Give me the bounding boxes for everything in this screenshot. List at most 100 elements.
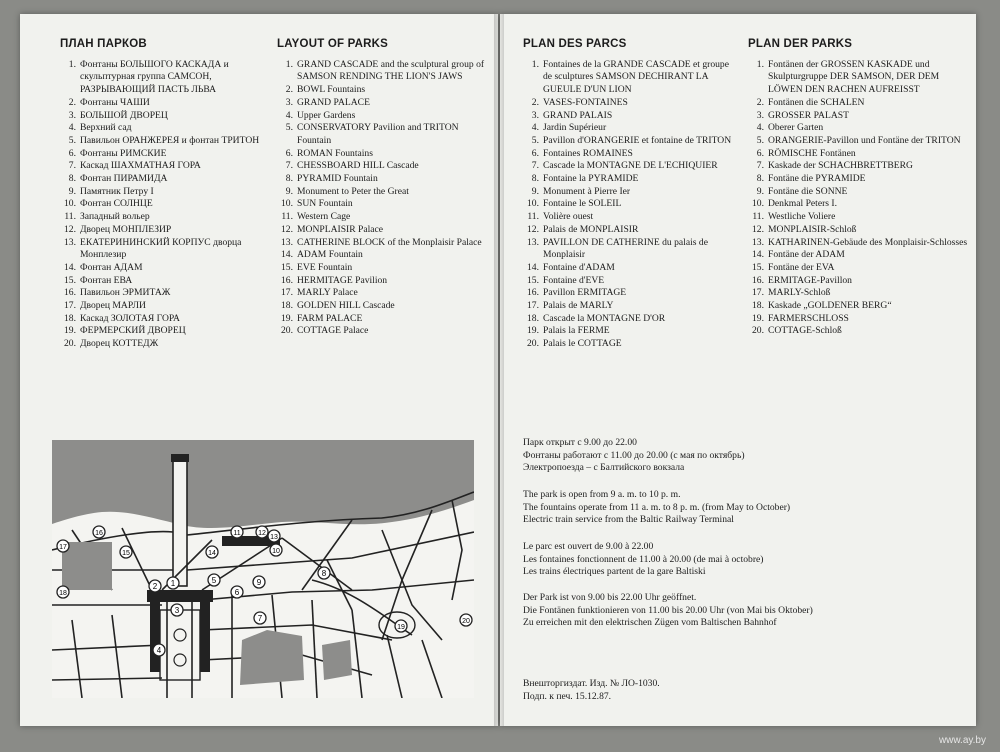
- legend-item-number: 1.: [68, 58, 76, 70]
- legend-list: 1.Fontaines de la GRANDE CASCADE et grou…: [523, 59, 738, 351]
- legend-item-text: ФЕРМЕРСКИЙ ДВОРЕЦ: [80, 325, 186, 337]
- legend-item-number: 11.: [281, 211, 293, 223]
- legend-item-number: 1.: [756, 58, 764, 70]
- legend-item: 13.KATHARINEN-Gebäude des Monplaisir-Sch…: [748, 237, 968, 250]
- info-line: The fountains operate from 11 a. m. to 8…: [523, 501, 791, 513]
- legend-item: 10.Denkmal Peters I.: [748, 198, 968, 211]
- legend-item: 8.Fontaine la PYRAMIDE: [523, 173, 738, 186]
- legend-item-text: Fontaines ROMAINES: [543, 147, 633, 159]
- legend-item-text: Oberer Garten: [768, 122, 824, 134]
- legend-item-number: 10.: [527, 198, 539, 210]
- legend-item: 17.MARLY Palace: [277, 287, 489, 300]
- legend-item-text: Фонтан ЕВА: [80, 274, 133, 286]
- pond-area: [240, 630, 304, 685]
- legend-column-english: LAYOUT OF PARKS 1.GRAND CASCADE and the …: [277, 38, 489, 338]
- svg-text:8: 8: [322, 569, 327, 578]
- info-line: Электропоезда – с Балтийского вокзала: [523, 462, 685, 474]
- legend-item-text: Fontänen der GROSSEN KASKADE und Skulptu…: [768, 58, 940, 96]
- legend-item-number: 2.: [68, 96, 76, 108]
- svg-text:20: 20: [462, 618, 470, 625]
- legend-item: 13.CATHERINE BLOCK of the Monplaisir Pal…: [277, 237, 489, 250]
- svg-text:15: 15: [122, 550, 130, 557]
- legend-item-text: ORANGERIE-Pavillon und Fontäne der TRITO…: [768, 134, 961, 146]
- imprint: Внешторгиздат. Изд. № ЛО-1030. Подп. к п…: [523, 678, 963, 703]
- legend-item-number: 5.: [756, 134, 764, 146]
- legend-item: 9.Памятник Петру I: [60, 186, 270, 199]
- legend-item-number: 6.: [756, 147, 764, 159]
- legend-item-text: Westliche Voliere: [768, 211, 836, 223]
- legend-item-text: Fontaine d'EVE: [543, 274, 605, 286]
- legend-item-text: Palais la FERME: [543, 325, 610, 337]
- legend-item-number: 7.: [68, 160, 76, 172]
- legend-item: 10.Fontaine le SOLEIL: [523, 198, 738, 211]
- canal-pier: [171, 454, 189, 462]
- legend-item-text: Верхний сад: [80, 122, 132, 134]
- imprint-line: Подп. к печ. 15.12.87.: [523, 690, 612, 702]
- legend-item-text: Fontäne die SONNE: [768, 185, 848, 197]
- legend-item-text: CATHERINE BLOCK of the Monplaisir Palace: [297, 236, 482, 248]
- svg-text:17: 17: [59, 544, 67, 551]
- legend-item: 9.Monument à Pierre Ier: [523, 186, 738, 199]
- legend-item-text: ADAM Fountain: [297, 249, 363, 261]
- legend-item-text: Kaskade „GOLDENER BERG“: [768, 300, 892, 312]
- legend-column-french: PLAN DES PARCS 1.Fontaines de la GRANDE …: [523, 38, 738, 351]
- legend-item-text: Фонтаны ЧАШИ: [80, 96, 150, 108]
- map-marker: 3: [170, 603, 184, 617]
- legend-item-text: Каскад ШАХМАТНАЯ ГОРА: [80, 160, 201, 172]
- legend-item-number: 15.: [752, 261, 764, 273]
- legend-item-text: Monument à Pierre Ier: [543, 185, 631, 197]
- info-line: Le parc est ouvert de 9.00 à 22.00: [523, 541, 654, 552]
- legend-item-number: 7.: [756, 160, 764, 172]
- legend-item: 2.BOWL Fountains: [277, 84, 489, 97]
- legend-item-text: Павильон ЭРМИТАЖ: [80, 287, 171, 299]
- legend-item: 1.Фонтаны БОЛЬШОГО КАСКАДА и скульптурна…: [60, 59, 270, 97]
- svg-text:18: 18: [59, 590, 67, 597]
- legend-item-number: 20.: [281, 325, 293, 337]
- svg-text:13: 13: [270, 534, 278, 541]
- legend-item: 5.Павильон ОРАНЖЕРЕЯ и фонтан ТРИТОН: [60, 135, 270, 148]
- svg-text:5: 5: [212, 576, 217, 585]
- legend-item-number: 20.: [527, 338, 539, 350]
- legend-item-text: Western Cage: [297, 211, 351, 223]
- svg-text:11: 11: [233, 530, 240, 537]
- legend-item: 7.Kaskade der SCHACHBRETTBERG: [748, 160, 968, 173]
- legend-list: 1.GRAND CASCADE and the sculptural group…: [277, 59, 489, 338]
- map-marker: 15: [119, 545, 133, 559]
- legend-item: 8.PYRAMID Fountain: [277, 173, 489, 186]
- legend-item: 18. GOLDEN HILL Cascade: [277, 300, 489, 313]
- legend-item: 15.Fontäne der EVA: [748, 262, 968, 275]
- legend-column-german: PLAN DER PARKS 1.Fontänen der GROSSEN KA…: [748, 38, 968, 338]
- legend-item-text: БОЛЬШОЙ ДВОРЕЦ: [80, 109, 168, 121]
- legend-item-text: Памятник Петру I: [80, 185, 154, 197]
- legend-item: 17.MARLY-Schloß: [748, 287, 968, 300]
- legend-item-number: 18.: [281, 300, 293, 312]
- column-title: LAYOUT OF PARKS: [277, 38, 388, 50]
- legend-item-text: Palais de MONPLAISIR: [543, 223, 639, 235]
- legend-item-number: 3.: [285, 96, 293, 108]
- pond-area: [322, 640, 352, 680]
- legend-item-number: 11.: [752, 211, 764, 223]
- legend-item-text: COTTAGE-Schloß: [768, 325, 842, 337]
- legend-item: 2.Fontänen die SCHALEN: [748, 97, 968, 110]
- legend-item: 10.Фонтан СОЛНЦЕ: [60, 198, 270, 211]
- visitor-info-english: The park is open from 9 a. m. to 10 p. m…: [523, 489, 963, 527]
- legend-item: 17.Дворец МАРЛИ: [60, 300, 270, 313]
- visitor-info-russian: Парк открыт с 9.00 до 22.00 Фонтаны рабо…: [523, 437, 963, 475]
- legend-item-number: 12.: [64, 223, 76, 235]
- legend-item: 12.MONPLAISIR Palace: [277, 224, 489, 237]
- legend-item-number: 11.: [527, 211, 539, 223]
- legend-item-number: 1.: [531, 58, 539, 70]
- legend-item-text: GOLDEN HILL Cascade: [297, 300, 395, 312]
- legend-item-text: MARLY Palace: [297, 287, 358, 299]
- legend-item: 2.VASES-FONTAINES: [523, 97, 738, 110]
- legend-item: 11.Западный вольер: [60, 211, 270, 224]
- svg-text:7: 7: [258, 614, 263, 623]
- legend-item: 6.ROMAN Fountains: [277, 148, 489, 161]
- legend-item-text: Дворец КОТТЕДЖ: [80, 338, 159, 350]
- legend-item: 14.Фонтан АДАМ: [60, 262, 270, 275]
- monplaisir-block: [222, 536, 280, 546]
- legend-column-russian: ПЛАН ПАРКОВ 1.Фонтаны БОЛЬШОГО КАСКАДА и…: [60, 38, 270, 351]
- info-line: Der Park ist von 9.00 bis 22.00 Uhr geöf…: [523, 592, 697, 603]
- legend-item-number: 17.: [527, 300, 539, 312]
- legend-item-text: HERMITAGE Pavilion: [297, 274, 388, 286]
